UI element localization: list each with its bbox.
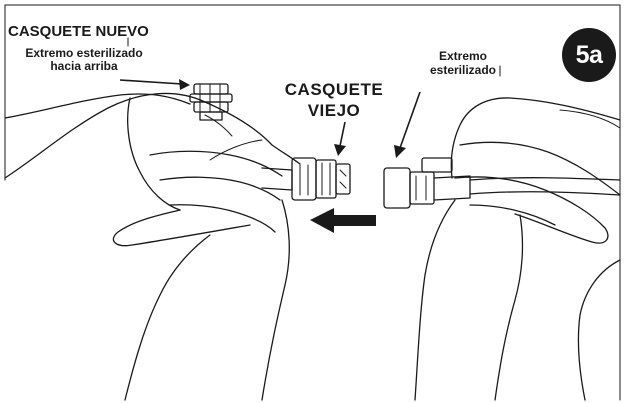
removal-arrow: [310, 208, 376, 233]
left-hand: [4, 92, 301, 401]
right-hand: [414, 97, 621, 401]
sterile-end-note: Extremo esterilizado: [429, 49, 497, 78]
old-cap-title: CASQUETE VIEJO: [284, 80, 384, 121]
new-cap-title: CASQUETE NUEVO: [8, 23, 149, 40]
frame-border: [4, 4, 621, 401]
pointer-arrows: [119, 79, 421, 158]
new-cap: [189, 83, 233, 121]
step-badge: 5a: [562, 28, 616, 82]
arrow-to-new-cap: [119, 79, 190, 90]
old-cap: [261, 157, 351, 201]
tube-connector: [383, 157, 621, 209]
arrow-to-sterile-end: [394, 91, 421, 158]
arrow-to-old-cap: [334, 121, 346, 156]
new-cap-note: Extremo esterilizado hacia arriba: [25, 46, 143, 74]
